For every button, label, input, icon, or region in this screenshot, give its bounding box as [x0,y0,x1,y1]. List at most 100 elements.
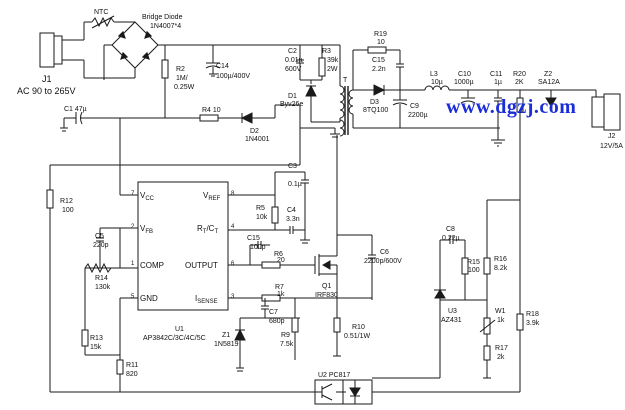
svg-text:3: 3 [231,294,235,300]
svg-text:R20: R20 [513,71,526,78]
svg-text:8: 8 [231,191,235,197]
svg-text:AP3842C/3C/4C/5C: AP3842C/3C/4C/5C [143,335,206,342]
svg-text:COMP: COMP [140,261,164,270]
svg-text:100: 100 [468,267,480,274]
svg-text:R3: R3 [322,48,331,55]
svg-text:2200p/600V: 2200p/600V [364,258,402,265]
svg-text:0.25W: 0.25W [174,84,195,91]
svg-text:R10: R10 [352,324,365,331]
ntc-label: NTC [94,9,108,16]
svg-text:C6: C6 [380,249,389,256]
svg-text:R13: R13 [90,335,103,342]
resistor-r2: R2 1M/ 0.25W [161,45,195,118]
svg-text:680p: 680p [269,318,285,325]
svg-text:15k: 15k [90,344,102,351]
svg-text:0.51/1W: 0.51/1W [344,333,370,340]
svg-text:1: 1 [131,261,135,267]
svg-text:1000µ: 1000µ [454,79,474,86]
svg-text:C3: C3 [288,163,297,170]
svg-text:820: 820 [126,371,138,378]
svg-text:VREF: VREF [203,191,221,202]
connector-j2: J2 12V/5A [591,90,623,150]
svg-text:D3: D3 [370,99,379,106]
svg-text:C15: C15 [247,235,260,242]
gate-drive: C15 100p R6 20 Q1 IRF830 C6 2200p/600V R… [214,135,402,372]
svg-text:R17: R17 [495,345,508,352]
svg-text:RT/CT: RT/CT [197,224,218,235]
svg-text:D1: D1 [288,93,297,100]
svg-text:R14: R14 [95,275,108,282]
svg-text:2.2n: 2.2n [372,66,386,73]
svg-text:L3: L3 [430,71,438,78]
svg-text:3.9k: 3.9k [526,320,540,327]
svg-text:IRF830: IRF830 [315,292,338,299]
svg-text:R7: R7 [275,284,284,291]
output-voltage-label: 12V/5A [600,143,623,150]
svg-text:C5: C5 [95,233,104,240]
svg-text:130k: 130k [95,284,111,291]
bridge-label-2: 1N4007*4 [150,23,181,30]
svg-text:0.1µ: 0.1µ [288,181,302,188]
svg-text:R15: R15 [467,259,480,266]
snubber-network: C2 0.01µ 600V R3 39k 2W D1 Byv26e [280,45,339,122]
svg-text:U3: U3 [448,308,457,315]
svg-text:1N5819: 1N5819 [214,341,239,348]
svg-text:4: 4 [231,224,235,230]
ic-u1: VCC VFB COMP GND VREF RT/CT OUTPUT ISENS… [131,181,235,342]
svg-text:C7: C7 [269,309,278,316]
aux-supply: C1 47µ R4 10 D2 1N4001 [60,104,340,195]
svg-text:2K: 2K [515,79,524,86]
svg-text:R2: R2 [176,66,185,73]
output-filter: L3 10µ C10 1000µ C11 1µ R20 2K Z2 SA12A [424,71,596,147]
connector-j1: J1 AC 90 to 265V [17,32,84,96]
svg-text:10µ: 10µ [431,79,443,86]
svg-text:0.01µ: 0.01µ [285,57,303,64]
svg-text:0.22µ: 0.22µ [442,235,460,242]
transformer-t: T [311,45,354,137]
svg-text:GND: GND [140,294,158,303]
svg-text:VCC: VCC [140,191,155,202]
svg-text:VFB: VFB [140,224,153,235]
svg-text:C4: C4 [287,207,296,214]
svg-text:R16: R16 [494,256,507,263]
svg-text:1k: 1k [497,317,505,324]
svg-text:SA12A: SA12A [538,79,560,86]
svg-text:1k: 1k [277,291,285,298]
svg-text:39k: 39k [327,57,339,64]
svg-text:6: 6 [231,261,235,267]
svg-text:R4 10: R4 10 [202,107,221,114]
svg-text:R18: R18 [526,311,539,318]
svg-text:R11: R11 [126,362,138,369]
svg-text:C1 47µ: C1 47µ [64,106,87,113]
svg-text:R19: R19 [374,31,387,38]
svg-text:R6: R6 [274,251,283,258]
svg-text:8.2k: 8.2k [494,265,508,272]
svg-text:8TQ100: 8TQ100 [363,107,388,114]
svg-text:7: 7 [131,191,135,197]
secondary-rectifier: R19 10 C15 2.2n D3 8TQ100 C9 2200µ [352,31,500,129]
svg-text:OUTPUT: OUTPUT [185,261,218,270]
watermark: www.dgzj.com [446,96,576,118]
svg-text:100: 100 [62,207,74,214]
svg-text:C2: C2 [288,48,297,55]
capacitor-c14: C14 100µ/400V [205,45,250,80]
svg-text:C14: C14 [216,63,229,70]
svg-text:2200µ: 2200µ [408,112,428,119]
svg-text:R5: R5 [256,205,265,212]
svg-text:C9: C9 [410,103,419,110]
svg-text:C11: C11 [490,71,502,78]
svg-text:100µ/400V: 100µ/400V [216,73,250,80]
svg-text:C8: C8 [446,226,455,233]
svg-text:2: 2 [131,224,135,230]
optocoupler-u2: U2 PC817 [314,372,373,405]
svg-text:AZ431: AZ431 [441,317,462,324]
svg-text:R9: R9 [281,332,290,339]
svg-text:Z2: Z2 [544,71,552,78]
svg-text:2W: 2W [327,66,338,73]
ac-input-label: AC 90 to 265V [17,86,76,96]
svg-text:1µ: 1µ [494,79,502,86]
svg-text:10: 10 [377,39,385,46]
svg-text:10k: 10k [256,214,268,221]
svg-text:ISENSE: ISENSE [195,294,218,305]
svg-text:2k: 2k [497,354,505,361]
